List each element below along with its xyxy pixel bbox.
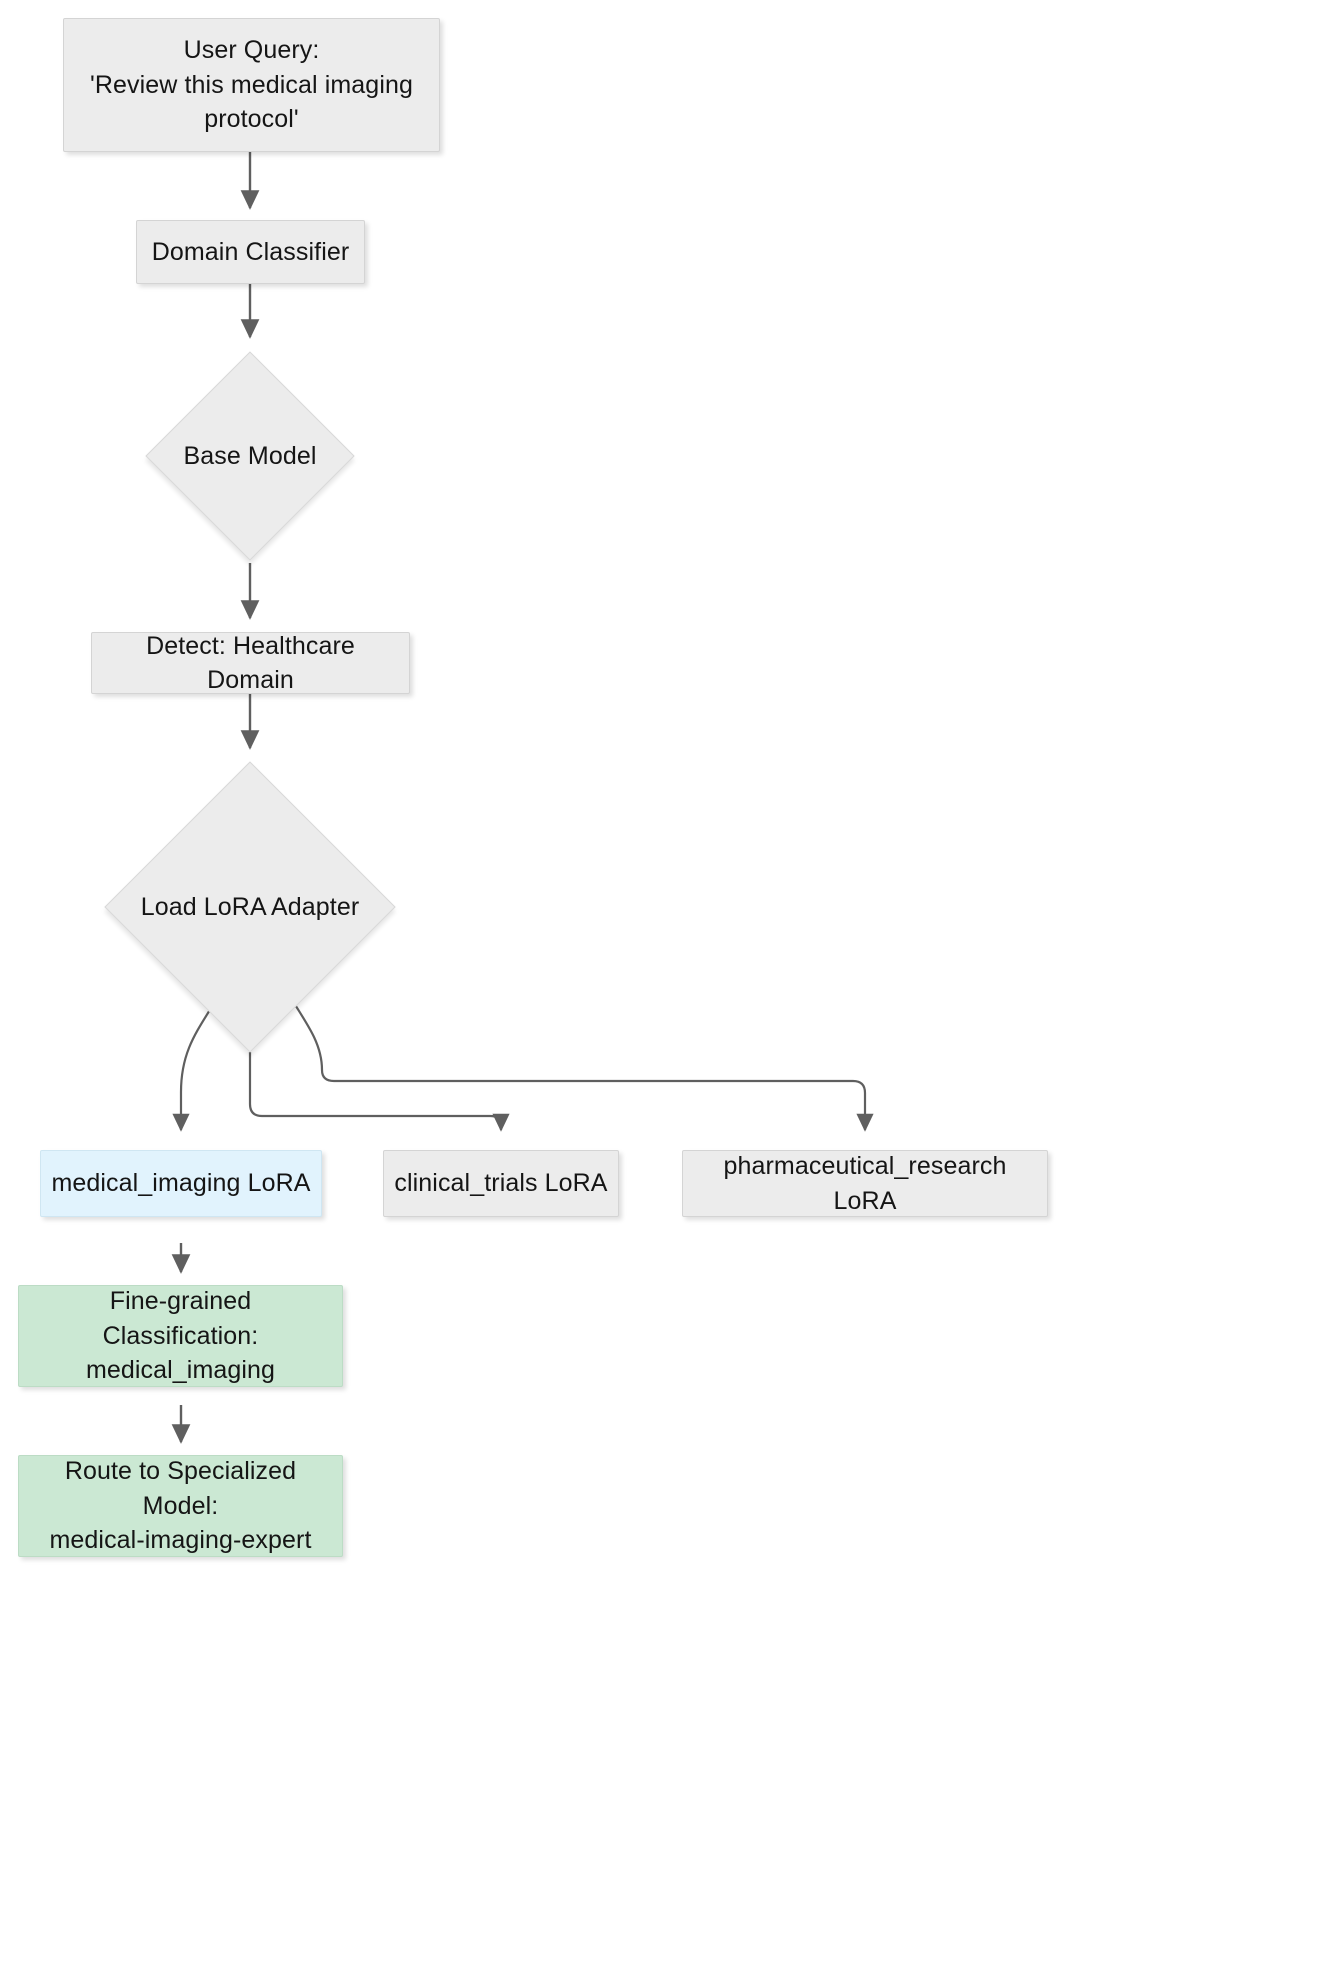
node-route-to-specialized-model-label: Route to Specialized Model: medical-imag… xyxy=(49,1457,312,1555)
node-fine-grained-classification-label: Fine-grained Classification: medical_ima… xyxy=(85,1287,276,1385)
node-load-lora-adapter-label: Load LoRA Adapter xyxy=(140,892,360,921)
node-load-lora-adapter[interactable]: Load LoRA Adapter xyxy=(104,761,396,1053)
node-medical-imaging-lora[interactable]: medical_imaging LoRA xyxy=(40,1150,322,1217)
node-domain-classifier[interactable]: Domain Classifier xyxy=(136,220,365,284)
edge-load-lora-to-medical-imaging xyxy=(172,999,217,1132)
node-route-to-specialized-model[interactable]: Route to Specialized Model: medical-imag… xyxy=(18,1455,343,1557)
node-base-model-label: Base Model xyxy=(183,441,317,470)
node-detect-healthcare-domain-label: Detect: Healthcare Domain xyxy=(146,631,355,695)
node-fine-grained-classification[interactable]: Fine-grained Classification: medical_ima… xyxy=(18,1285,343,1387)
node-user-query[interactable]: User Query: 'Review this medical imaging… xyxy=(63,18,440,152)
node-pharmaceutical-research-lora-label: pharmaceutical_research LoRA xyxy=(723,1152,1007,1215)
node-clinical-trials-lora[interactable]: clinical_trials LoRA xyxy=(383,1150,619,1217)
edge-load-lora-to-clinical-trials xyxy=(248,1052,510,1132)
node-medical-imaging-lora-label: medical_imaging LoRA xyxy=(51,1169,311,1198)
node-clinical-trials-lora-label: clinical_trials LoRA xyxy=(394,1169,608,1198)
node-detect-healthcare-domain[interactable]: Detect: Healthcare Domain xyxy=(91,632,410,694)
node-domain-classifier-label: Domain Classifier xyxy=(151,237,350,266)
node-pharmaceutical-research-lora[interactable]: pharmaceutical_research LoRA xyxy=(682,1150,1048,1217)
edge-load-lora-to-pharmaceutical-research xyxy=(291,999,874,1132)
node-base-model[interactable]: Base Model xyxy=(145,351,355,561)
node-user-query-label: User Query: 'Review this medical imaging… xyxy=(90,36,413,134)
